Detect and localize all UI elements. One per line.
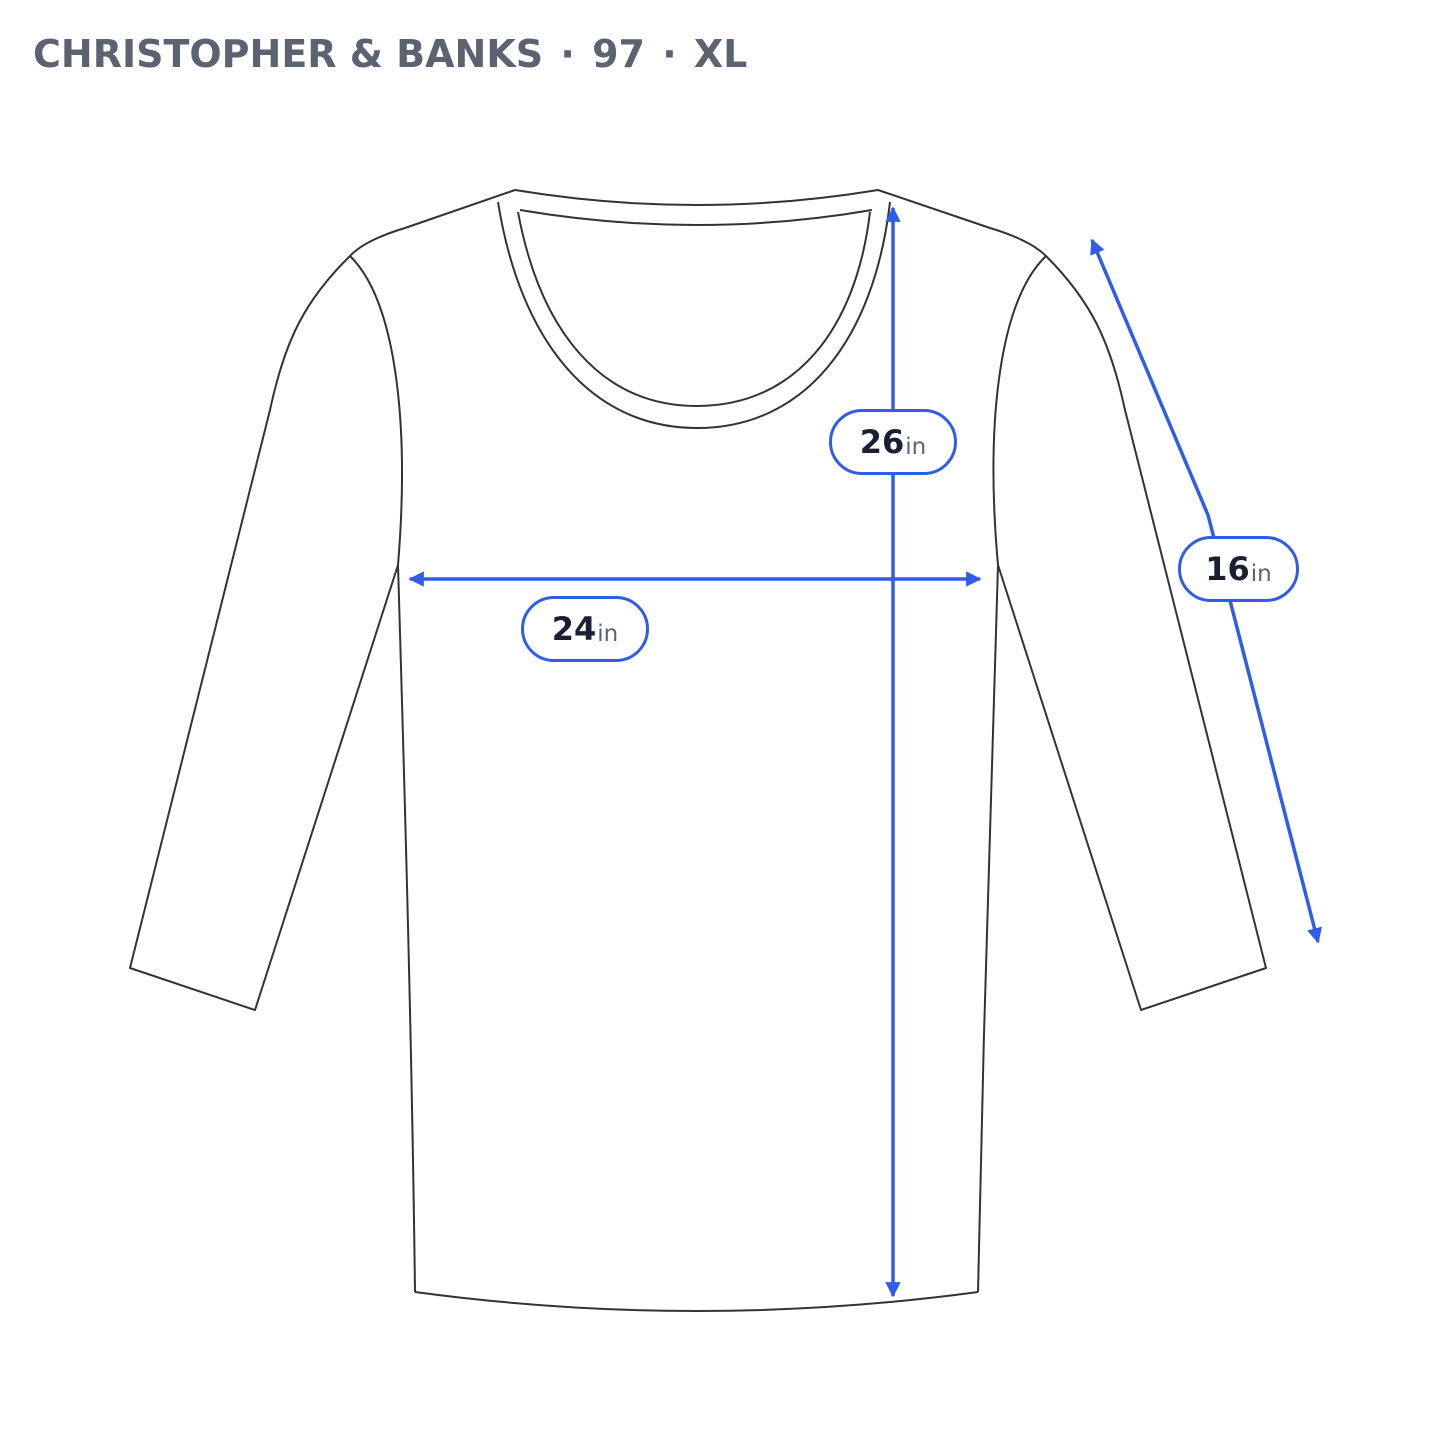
neckline-outer [514, 189, 879, 206]
shirt-hem [414, 1291, 979, 1312]
sleeve-value: 16 [1205, 550, 1250, 588]
brand-name: CHRISTOPHER & BANKS [33, 32, 544, 76]
length-value: 26 [859, 423, 905, 461]
title-separator: · [662, 32, 677, 76]
neck-scoop-inner [517, 211, 871, 407]
neckband-inner-top [519, 209, 873, 226]
shoulder-right [877, 189, 1047, 257]
shirt-outline [129, 189, 1267, 1312]
sleeve-arrow [1090, 238, 1322, 944]
measurement-arrows [408, 206, 1322, 1298]
size-label: XL [693, 32, 748, 76]
shirt-body-left-edge [349, 255, 416, 1293]
title-separator: · [560, 32, 575, 76]
shoulder-left [349, 189, 516, 257]
length-unit: in [905, 434, 927, 460]
product-code: 97 [592, 32, 645, 76]
shirt-body-right-edge [977, 255, 1047, 1293]
garment-title: CHRISTOPHER & BANKS · 97 · XL [33, 30, 747, 78]
chest-unit: in [597, 621, 619, 647]
neck-scoop-outer [497, 201, 891, 429]
chest-value: 24 [551, 610, 597, 648]
sleeve-left [129, 255, 399, 1011]
sleeve-unit: in [1250, 561, 1272, 587]
sleeve-right [997, 255, 1267, 1011]
